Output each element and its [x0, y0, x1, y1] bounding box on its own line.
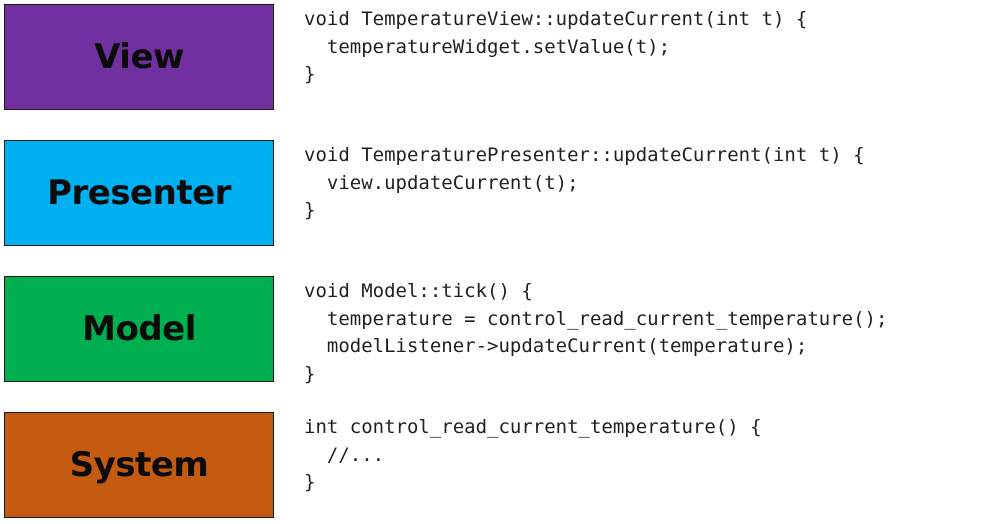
presenter-layer-label: Presenter — [47, 173, 231, 213]
code-line: } — [304, 471, 316, 493]
code-line: view.updateCurrent(t); — [304, 171, 579, 194]
system-layer-label: System — [69, 445, 209, 485]
view-layer-label: View — [94, 37, 184, 77]
code-line: //... — [304, 443, 385, 466]
code-line: } — [304, 63, 316, 85]
code-line: modelListener->updateCurrent(temperature… — [304, 335, 808, 357]
presenter-code-block: void TemperaturePresenter::updateCurrent… — [304, 142, 865, 225]
code-line: void Model::tick() { — [304, 280, 533, 302]
view-code-block: void TemperatureView::updateCurrent(int … — [304, 6, 807, 89]
code-line: void TemperatureView::updateCurrent(int … — [304, 8, 808, 30]
code-line: } — [304, 199, 316, 221]
code-line: temperatureWidget.setValue(t); — [304, 35, 671, 58]
system-code-block: int control_read_current_temperature() {… — [304, 414, 762, 497]
code-line: void TemperaturePresenter::updateCurrent… — [304, 144, 865, 166]
model-code-block: void Model::tick() { temperature = contr… — [304, 278, 887, 388]
model-layer-box: Model — [4, 276, 274, 382]
model-layer-label: Model — [82, 309, 196, 349]
presenter-layer-box: Presenter — [4, 140, 274, 246]
code-line: int control_read_current_temperature() { — [304, 416, 762, 438]
code-line: } — [304, 362, 316, 385]
system-layer-box: System — [4, 412, 274, 518]
code-line: temperature = control_read_current_tempe… — [304, 307, 888, 330]
view-layer-box: View — [4, 4, 274, 110]
